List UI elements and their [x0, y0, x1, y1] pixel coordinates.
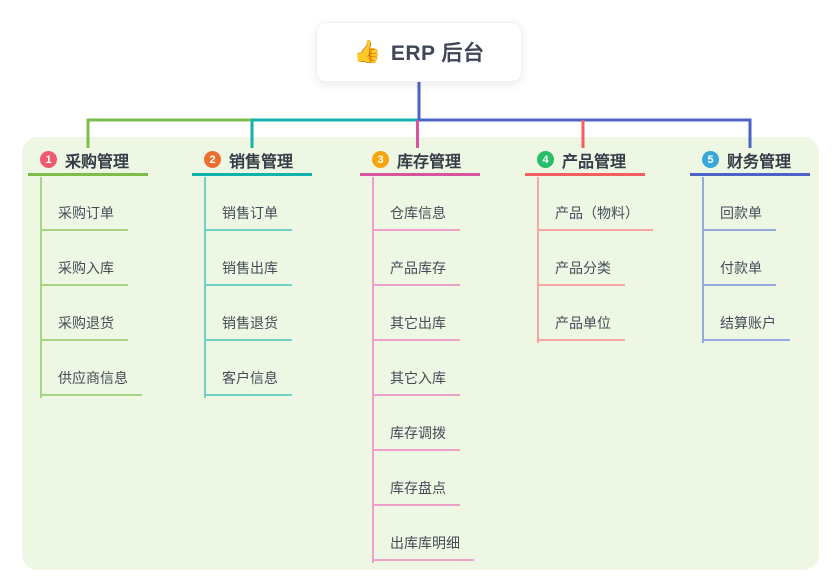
branch-node-产品管理[interactable]: 4 产品管理	[525, 146, 645, 176]
child-node-结算账户[interactable]: 结算账户	[702, 313, 790, 341]
child-node-产品（物料）[interactable]: 产品（物料）	[537, 203, 653, 231]
child-node-销售退货[interactable]: 销售退货	[204, 313, 292, 341]
branch-label: 产品管理	[562, 153, 627, 171]
child-node-库存盘点[interactable]: 库存盘点	[372, 478, 460, 506]
branch-number-badge: 2	[204, 151, 221, 168]
branches-panel	[22, 137, 819, 570]
branch-spine-line	[204, 177, 206, 398]
branch-number-badge: 4	[537, 151, 554, 168]
child-node-出库库明细[interactable]: 出库库明细	[372, 533, 474, 561]
child-node-付款单[interactable]: 付款单	[702, 258, 776, 286]
child-node-回款单[interactable]: 回款单	[702, 203, 776, 231]
child-node-仓库信息[interactable]: 仓库信息	[372, 203, 460, 231]
child-node-销售订单[interactable]: 销售订单	[204, 203, 292, 231]
branch-spine-line	[372, 177, 374, 563]
child-node-客户信息[interactable]: 客户信息	[204, 368, 292, 396]
root-node[interactable]: 👍 ERP 后台	[316, 22, 522, 82]
child-node-采购订单[interactable]: 采购订单	[40, 203, 128, 231]
root-node-label: ERP 后台	[390, 42, 485, 65]
branch-spine-line	[40, 177, 42, 398]
branch-label: 采购管理	[65, 153, 130, 171]
child-node-销售出库[interactable]: 销售出库	[204, 258, 292, 286]
child-node-采购退货[interactable]: 采购退货	[40, 313, 128, 341]
child-node-产品分类[interactable]: 产品分类	[537, 258, 625, 286]
child-node-产品库存[interactable]: 产品库存	[372, 258, 460, 286]
child-node-采购入库[interactable]: 采购入库	[40, 258, 128, 286]
branch-node-库存管理[interactable]: 3 库存管理	[360, 146, 480, 176]
branch-node-财务管理[interactable]: 5 财务管理	[690, 146, 810, 176]
branch-node-销售管理[interactable]: 2 销售管理	[192, 146, 312, 176]
child-node-供应商信息[interactable]: 供应商信息	[40, 368, 142, 396]
branch-number-badge: 1	[40, 151, 57, 168]
branch-spine-line	[702, 177, 704, 343]
branch-label: 库存管理	[397, 153, 462, 171]
branch-node-采购管理[interactable]: 1 采购管理	[28, 146, 148, 176]
child-node-其它出库[interactable]: 其它出库	[372, 313, 460, 341]
branch-label: 销售管理	[229, 153, 294, 171]
branch-label: 财务管理	[727, 153, 792, 171]
child-node-其它入库[interactable]: 其它入库	[372, 368, 460, 396]
branch-spine-line	[537, 177, 539, 343]
thumbs-up-icon: 👍	[353, 39, 381, 64]
child-node-库存调拨[interactable]: 库存调拨	[372, 423, 460, 451]
branch-number-badge: 5	[702, 151, 719, 168]
child-node-产品单位[interactable]: 产品单位	[537, 313, 625, 341]
branch-number-badge: 3	[372, 151, 389, 168]
